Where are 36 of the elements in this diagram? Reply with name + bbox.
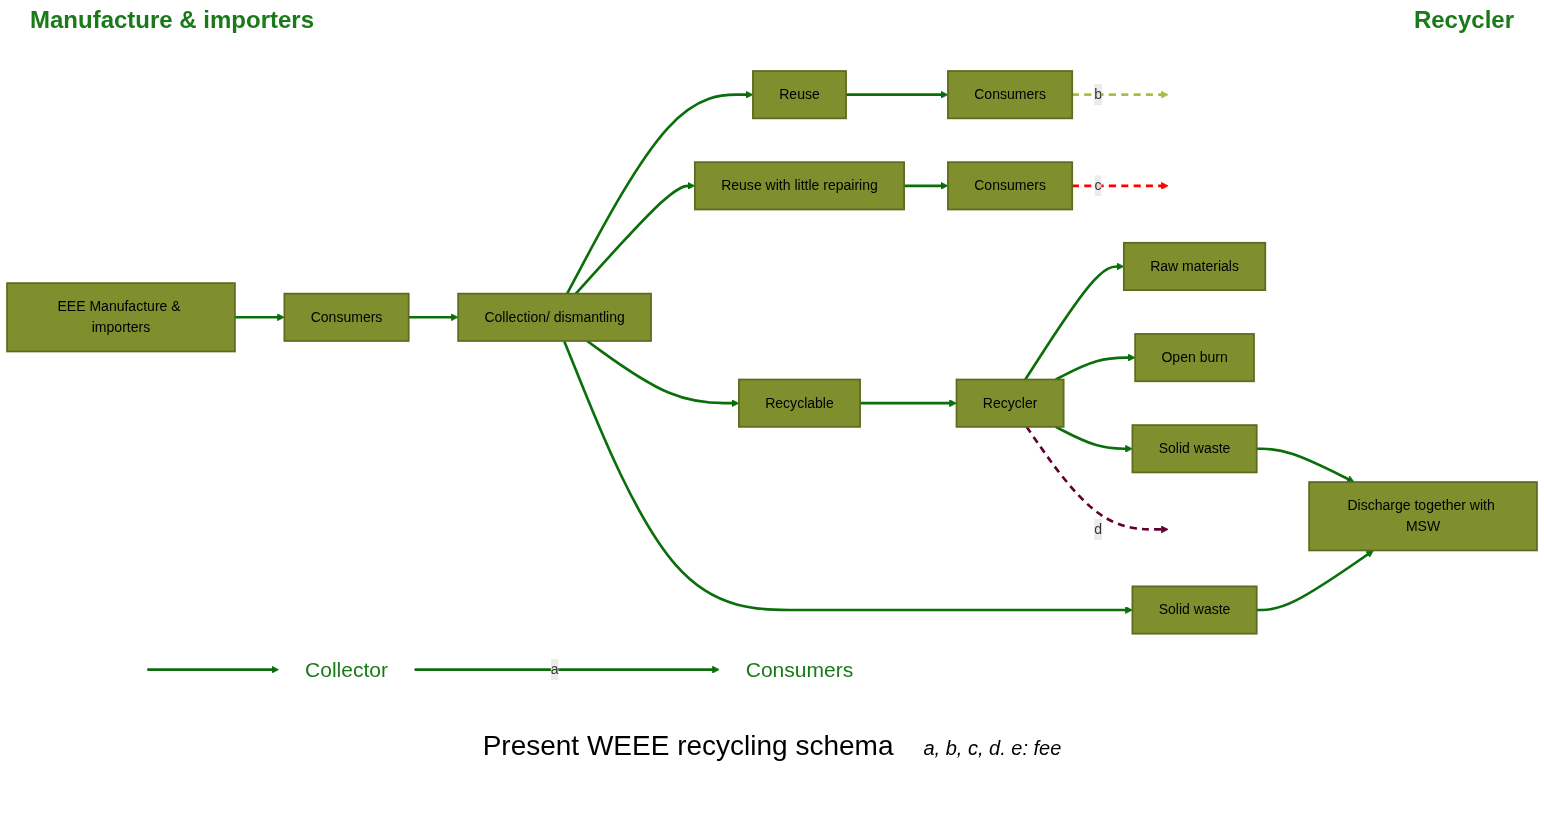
node-box: Solid waste <box>1131 585 1258 635</box>
arrow <box>1072 182 1169 190</box>
arrow <box>234 313 285 322</box>
node-box: Recycler <box>955 378 1065 428</box>
node-box: EEE Manufacture & importers <box>6 282 236 353</box>
lane-label: Recycler <box>1413 6 1514 35</box>
node-box: Recyclable <box>738 378 861 428</box>
arrow <box>1256 447 1355 483</box>
node-box: Open burn <box>1134 333 1255 383</box>
lane-label: Manufacture & importers <box>30 6 315 35</box>
arrow <box>1025 426 1169 534</box>
arrow <box>1072 91 1169 99</box>
caption: Present WEEE recycling schema <box>482 730 894 762</box>
node-box: Discharge together with MSW <box>1308 481 1538 552</box>
node-box: Collection/ dismantling <box>457 292 652 343</box>
node-text: Consumers <box>745 657 854 682</box>
edge-label: c <box>1094 178 1102 194</box>
node-box: Reuse with little repairing <box>693 161 905 211</box>
node-box: Reuse <box>752 70 847 120</box>
edge-label: a <box>550 661 559 677</box>
node-box: Consumers <box>947 161 1074 211</box>
edge-label: b <box>1094 87 1102 102</box>
node-box: Solid waste <box>1131 424 1258 474</box>
note: a, b, c, d. e: fee <box>923 737 1062 760</box>
arrow <box>1055 353 1136 381</box>
arrow <box>562 340 1133 615</box>
arrow <box>408 313 459 322</box>
arrow <box>414 666 720 674</box>
node-box: Consumers <box>947 70 1074 120</box>
node-text: Collector <box>305 657 389 682</box>
edge-label: d <box>1094 521 1102 537</box>
arrow <box>860 399 957 408</box>
node-box: Raw materials <box>1122 242 1267 292</box>
arrow <box>1256 550 1374 612</box>
arrow <box>147 666 280 674</box>
node-box: Consumers <box>283 292 410 343</box>
